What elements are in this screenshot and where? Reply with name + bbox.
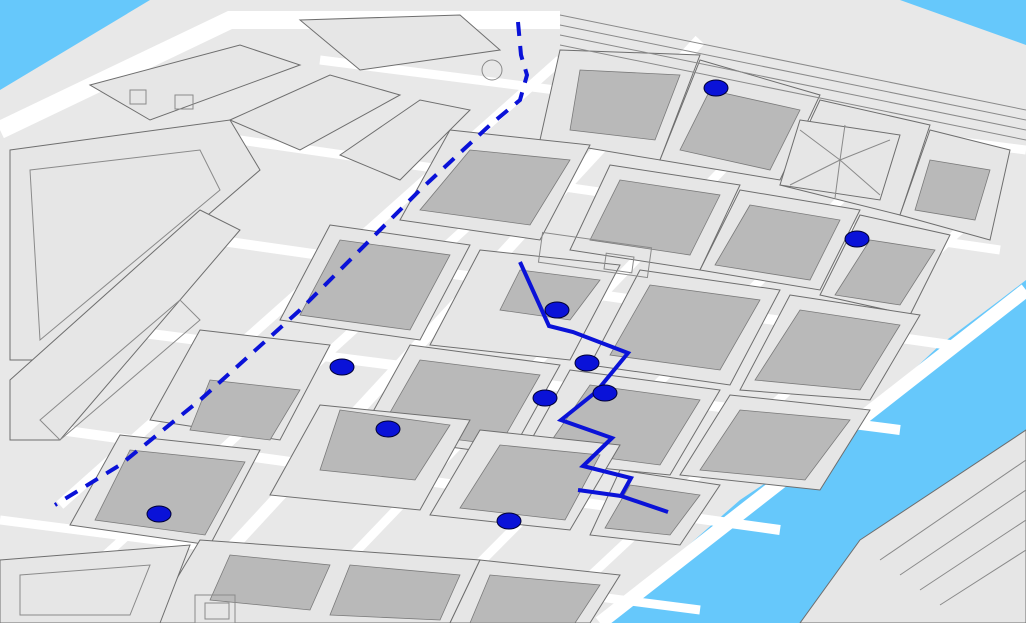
route-solid[interactable] (518, 261, 669, 514)
map-marker[interactable] (844, 230, 870, 248)
map-marker[interactable] (592, 384, 618, 402)
map-marker[interactable] (329, 358, 355, 376)
map-marker[interactable] (574, 354, 600, 372)
map-marker[interactable] (375, 420, 401, 438)
map-marker[interactable] (544, 301, 570, 319)
map-marker[interactable] (146, 505, 172, 523)
route-solid-spur (577, 488, 622, 498)
routes (53, 21, 669, 514)
map-marker[interactable] (703, 79, 729, 97)
city-blocks (0, 14, 1026, 623)
water-northeast (900, 0, 1026, 45)
map-marker[interactable] (532, 389, 558, 407)
water-northwest (0, 0, 150, 90)
map-marker[interactable] (496, 512, 522, 530)
markers (146, 79, 870, 530)
